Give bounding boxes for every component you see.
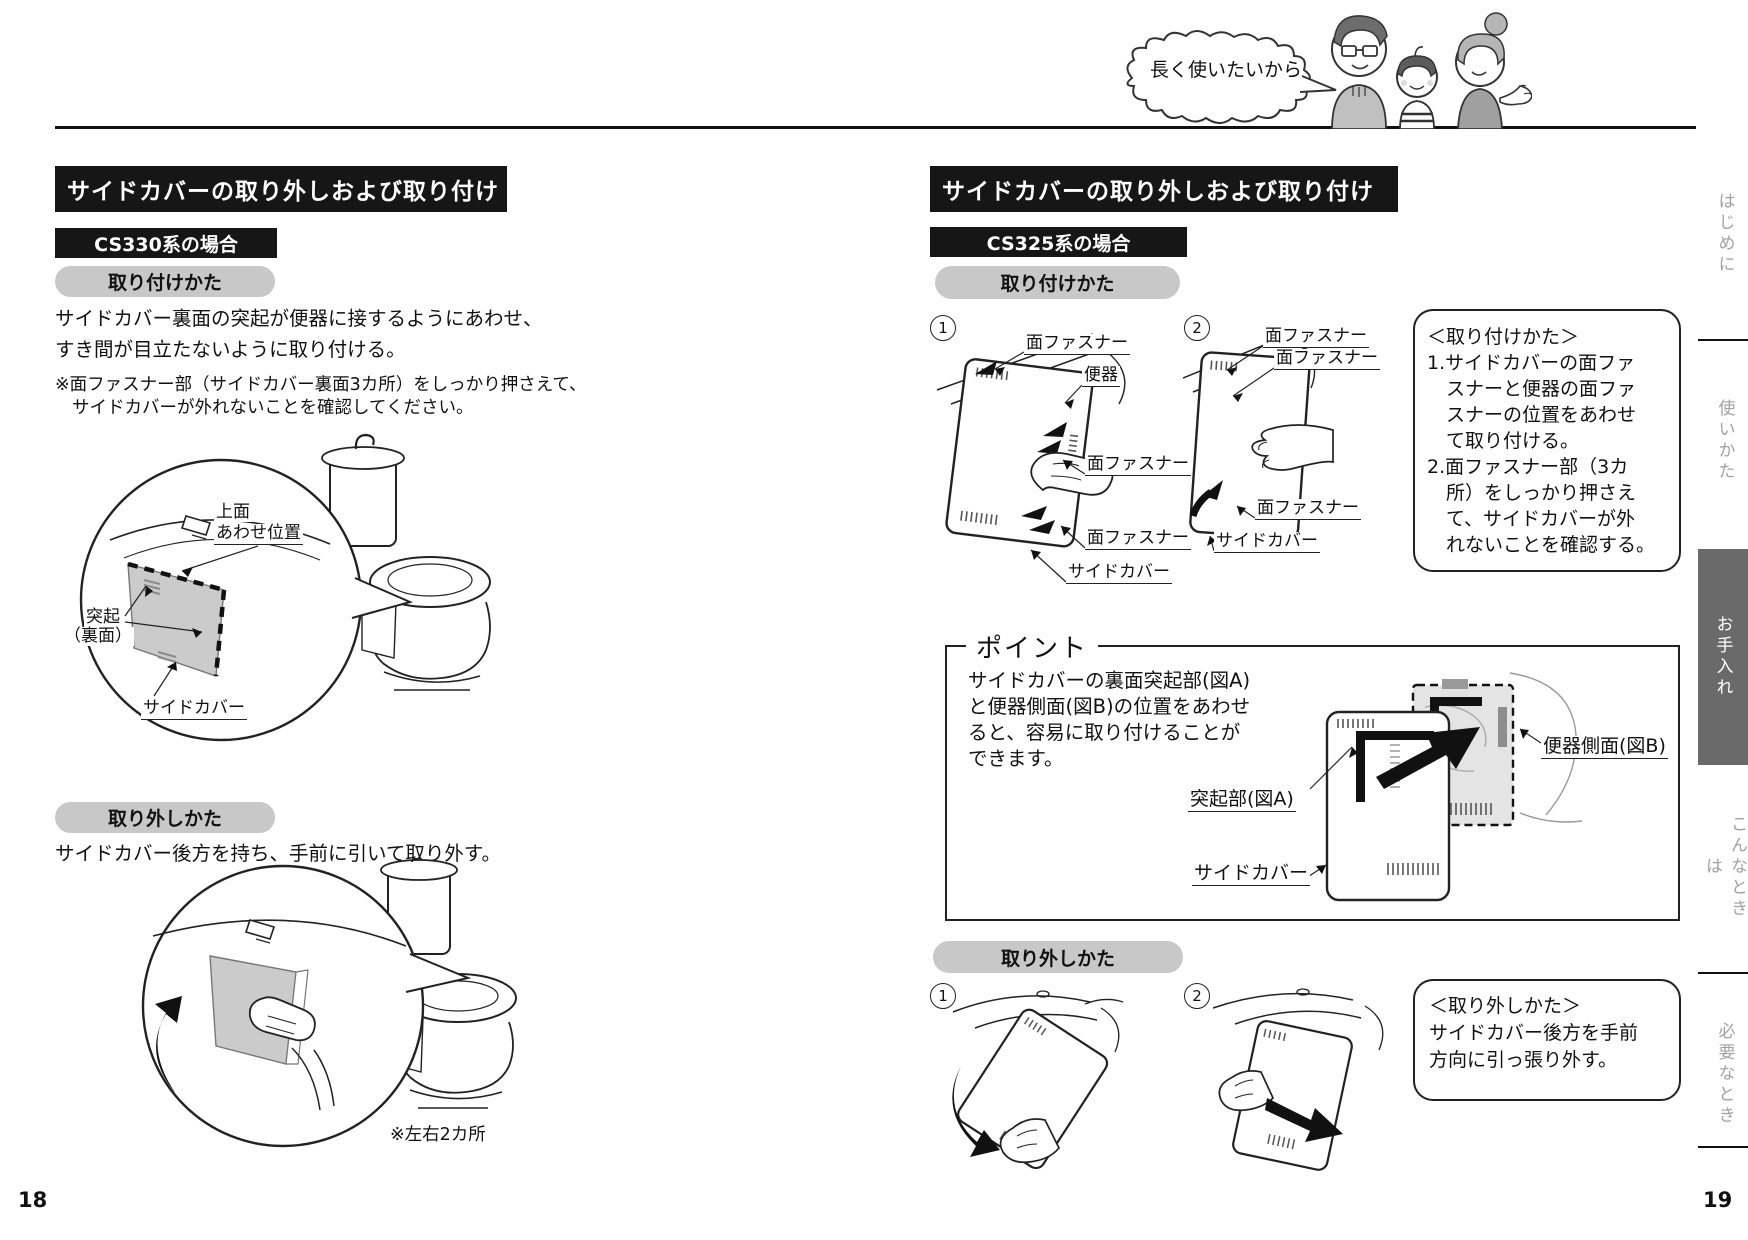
label-side-cover: サイドカバー [1214,531,1320,553]
press-arrow-icon [975,361,1067,534]
figure-number-2: 2 [1184,983,1210,1009]
sidebar-tab-hitsuyounatoki[interactable]: 必要なとき [1714,1021,1735,1127]
page-number-left: 18 [18,1188,48,1212]
hand-drawing [1251,424,1334,471]
sidebar-tab-hajimeni[interactable]: はじめに [1714,192,1735,276]
body-line: すき間が目立たないように取り付ける。 [55,338,406,361]
label-fastener: 面ファスナー [1085,528,1191,550]
right-install-heading: 取り付けかた [935,266,1180,299]
left-install-body: サイドカバー裏面の突起が便器に接するようにあわせ、 すき間が目立たないように取り… [55,303,543,365]
label-align-pos: あわせ位置 [214,523,303,545]
left-remove-body: サイドカバー後方を持ち、手前に引いて取り外す。 [55,842,501,865]
hand-drawing [1218,1070,1275,1112]
left-remove-note: ※左右2カ所 [390,1125,486,1145]
install-figure-2 [1183,329,1334,552]
label-back-face: （裏面） [62,626,134,646]
label-side-cover: サイドカバー [1066,562,1172,584]
sidebar-divider [1698,972,1748,974]
right-page-title: サイドカバーの取り外しおよび取り付け [930,166,1398,212]
point-body: サイドカバーの裏面突起部(図A) と便器側面(図B)の位置をあわせ ると、容易に… [968,669,1251,770]
left-remove-heading: 取り外しかた [55,802,275,833]
left-install-illustration [79,433,491,742]
remove-instruction-box: ＜取り外しかた＞ サイドカバー後方を手前 方向に引っ張り外す。 [1413,979,1681,1101]
label-bowl-side-figB: 便器側面(図B) [1541,735,1668,759]
note-line: サイドカバーが外れないことを確認してください。 [72,398,474,418]
align-arrow-icon [1376,727,1480,789]
label-fastener: 面ファスナー [1024,333,1130,355]
figure-number-1: 1 [930,315,956,341]
right-model-heading: CS325系の場合 [930,227,1187,257]
hand-drawing [999,1118,1061,1164]
sidebar-tab-tsukaikata[interactable]: 使いかた [1714,399,1735,483]
left-page-title: サイドカバーの取り外しおよび取り付け [55,166,507,212]
label-protrusion: 突起 [84,607,122,627]
point-diagram [1299,672,1583,902]
sidebar-tab-konnatokiwa[interactable]: こんなときは [1702,814,1747,920]
label-top-face: 上面 [214,502,252,522]
point-box [945,645,1680,921]
pull-arrow-icon [952,1066,1000,1157]
speech-bubble-icon [1126,30,1337,124]
figure-number-2: 2 [1184,315,1210,341]
left-remove-illustration [141,858,517,1148]
point-heading: ポイント [966,628,1099,665]
bubble-text: 長く使いたいから [1149,59,1302,81]
header-rule [55,126,1696,129]
label-side-cover: サイドカバー [141,698,247,720]
side-cover-drawing [945,358,1094,548]
note-line: ※面ファスナー部（サイドカバー裏面3カ所）をしっかり押さえて、 [55,375,587,395]
page-number-right: 19 [1703,1188,1733,1212]
left-model-heading: CS330系の場合 [55,228,277,258]
side-cover-drawing [957,1008,1109,1170]
pull-arrow-icon [1265,1098,1343,1142]
remove-figure-1 [952,990,1124,1170]
right-remove-heading: 取り外しかた [933,941,1183,973]
family-illustration-icon [1331,12,1532,129]
hand-drawing [248,996,316,1042]
sidebar-tab-oteire-label: お手入れ [1712,615,1733,699]
label-fastener: 面ファスナー [1255,498,1361,520]
label-fastener: 面ファスナー [1085,454,1191,476]
sidebar-tab-oteire-active[interactable]: お手入れ [1698,549,1748,765]
install-instruction-box: ＜取り付けかた＞ 1.サイドカバーの面ファ スナーと便器の面ファ スナーの位置を… [1413,309,1681,572]
sidebar-divider [1698,339,1748,341]
left-install-heading: 取り付けかた [55,266,275,297]
label-side-cover: サイドカバー [1192,862,1311,886]
sidebar-divider [1698,1146,1748,1148]
figure-number-1: 1 [930,983,956,1009]
pull-arrow-icon [155,996,182,1094]
label-protrusion-figA: 突起部(図A) [1188,788,1296,812]
label-fastener: 面ファスナー [1274,348,1380,370]
label-bowl: 便器 [1082,365,1120,387]
left-install-note: ※面ファスナー部（サイドカバー裏面3カ所）をしっかり押さえて、 サイドカバーが外… [55,374,587,420]
remove-figure-2 [1212,988,1384,1171]
body-line: サイドカバー裏面の突起が便器に接するようにあわせ、 [55,307,543,330]
label-fastener: 面ファスナー [1263,326,1369,348]
